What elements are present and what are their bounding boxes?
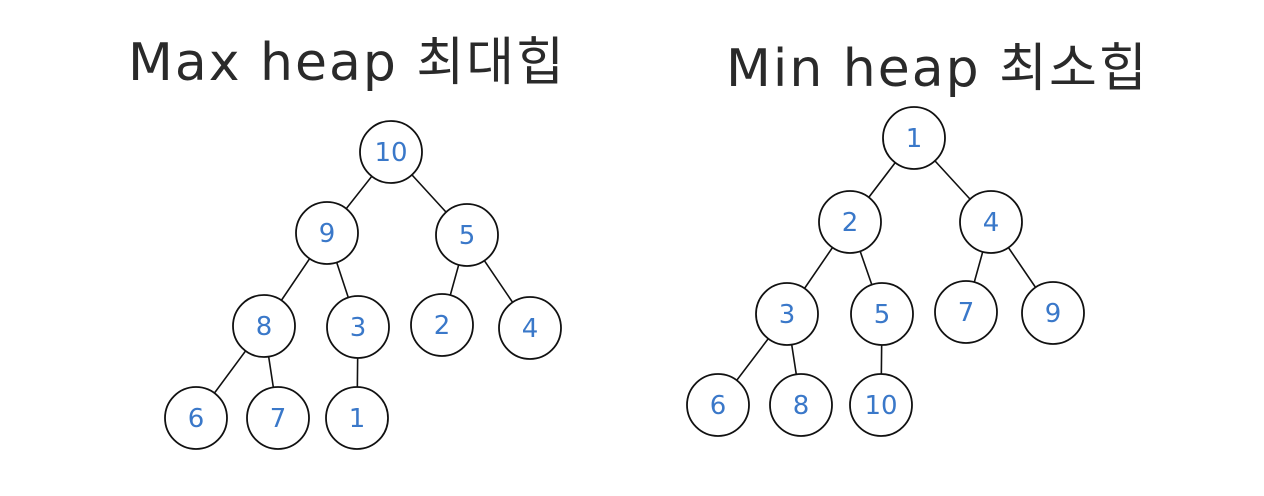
min-heap-node: 8: [769, 373, 833, 437]
max-heap-node: 7: [246, 386, 310, 450]
min-heap-node-label: 7: [958, 298, 975, 328]
min-heap-title: Min heap 최소힙: [726, 39, 1149, 99]
max-heap-node: 5: [435, 203, 499, 267]
max-heap-tree: 10 9 5 8 3 2 4 6 7 1: [164, 120, 562, 450]
max-heap-node: 8: [232, 294, 296, 358]
max-heap-node: 10: [359, 120, 423, 184]
min-heap-node-label: 10: [864, 391, 897, 421]
min-heap-node-circle: [769, 373, 833, 437]
max-heap-node-label: 9: [319, 219, 336, 249]
min-heap-node-circle: [755, 282, 819, 346]
min-heap-node-circle: [882, 106, 946, 170]
max-heap-node-circle: [498, 296, 562, 360]
min-heap-node-label: 6: [710, 391, 727, 421]
max-heap-node-label: 5: [459, 221, 476, 251]
max-heap-node-label: 4: [522, 314, 539, 344]
max-heap-node: 3: [326, 295, 390, 359]
max-heap-node-circle: [232, 294, 296, 358]
max-heap-node-circle: [326, 295, 390, 359]
min-heap-node-circle: [850, 282, 914, 346]
max-heap-node: 9: [295, 201, 359, 265]
min-heap-node-label: 9: [1045, 299, 1062, 329]
min-heap-node-label: 1: [906, 124, 923, 154]
max-heap-node-circle: [359, 120, 423, 184]
max-heap-node-circle: [164, 386, 228, 450]
min-heap-node: 6: [686, 373, 750, 437]
min-heap-node-label: 2: [842, 208, 859, 238]
min-heap-tree: 1 2 4 3 5 7 9 6 8 10: [686, 106, 1085, 437]
min-heap-node: 2: [818, 190, 882, 254]
min-heap-node-circle: [1021, 281, 1085, 345]
max-heap-node: 6: [164, 386, 228, 450]
max-heap-node-circle: [325, 386, 389, 450]
max-heap-title: Max heap 최대힙: [128, 33, 566, 93]
min-heap-node-label: 3: [779, 300, 796, 330]
min-heap-node-circle: [818, 190, 882, 254]
max-heap-node-label: 6: [188, 404, 205, 434]
min-heap-node: 9: [1021, 281, 1085, 345]
max-heap-node-label: 3: [350, 313, 367, 343]
max-heap-node-label: 2: [434, 311, 451, 341]
max-heap-node-circle: [410, 293, 474, 357]
min-heap-node-label: 5: [874, 300, 891, 330]
min-heap-node-circle: [686, 373, 750, 437]
max-heap-node-circle: [295, 201, 359, 265]
min-heap-node: 3: [755, 282, 819, 346]
max-heap-node-label: 10: [374, 138, 407, 168]
min-heap-node-circle: [934, 280, 998, 344]
min-heap-node: 1: [882, 106, 946, 170]
max-heap-node-circle: [246, 386, 310, 450]
min-heap-node: 5: [850, 282, 914, 346]
min-heap-node: 10: [849, 373, 913, 437]
max-heap-node: 4: [498, 296, 562, 360]
max-heap-node-circle: [435, 203, 499, 267]
min-heap-node-circle: [849, 373, 913, 437]
min-heap-node: 7: [934, 280, 998, 344]
max-heap-node: 2: [410, 293, 474, 357]
max-heap-node: 1: [325, 386, 389, 450]
max-heap-node-label: 8: [256, 312, 273, 342]
min-heap-node-label: 4: [983, 208, 1000, 238]
max-heap-node-label: 1: [349, 404, 366, 434]
max-heap-node-label: 7: [270, 404, 287, 434]
min-heap-node: 4: [959, 190, 1023, 254]
min-heap-node-label: 8: [793, 391, 810, 421]
min-heap-node-circle: [959, 190, 1023, 254]
